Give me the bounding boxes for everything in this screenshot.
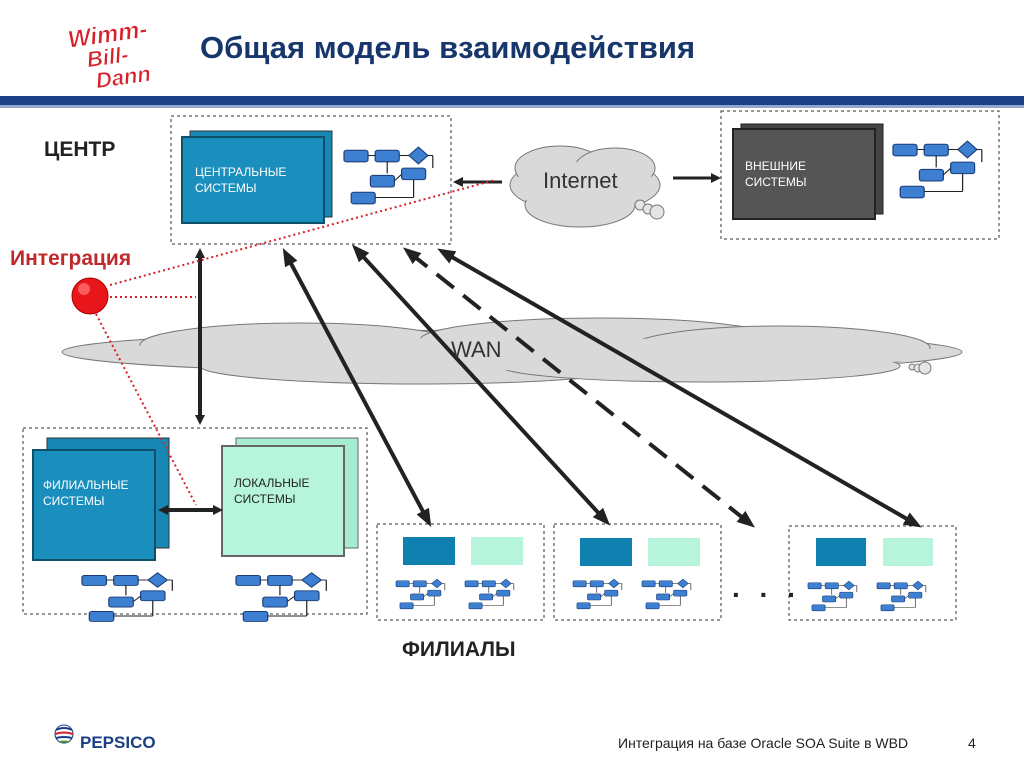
footer-text: Интеграция на базе Oracle SOA Suite в WB…: [618, 735, 909, 751]
svg-text:Bill-: Bill-: [85, 42, 130, 73]
branch-systems-label: ФИЛИАЛЬНЫЕ СИСТЕМЫ: [43, 478, 129, 508]
more-branches-ellipsis: . . .: [732, 572, 801, 603]
branch1-flow-icon-a: [395, 578, 446, 610]
branch3-flow-icon-b: [876, 580, 927, 612]
central-systems-label: ЦЕНТРАЛЬНЫЕ СИСТЕМЫ: [195, 165, 287, 195]
branch3-system-block: [816, 538, 866, 566]
center-branchn-dashed-arrow: [402, 247, 756, 528]
branch-container-3: [788, 525, 957, 621]
integration-label: Интеграция: [10, 247, 132, 270]
external-flow-icon: [892, 140, 983, 199]
branch3-flow-icon-a: [807, 580, 858, 612]
branch1-system-block: [403, 537, 455, 565]
integration-node: [71, 277, 109, 315]
header-bar: [0, 96, 1024, 105]
branch2-local-block: [648, 538, 700, 566]
center-branch2-arrow: [351, 244, 611, 526]
pepsico-logo: PEPSICO: [52, 720, 182, 754]
page-number: 4: [968, 735, 976, 751]
internet-label: Internet: [543, 168, 618, 193]
local-systems-label: ЛОКАЛЬНЫЕ СИСТЕМЫ: [234, 476, 310, 506]
branch2-system-block: [580, 538, 632, 566]
internet-cloud: [509, 145, 665, 228]
integration-links: [95, 179, 496, 506]
branch2-flow-icon-a: [572, 578, 623, 610]
wan-cloud: [61, 317, 963, 385]
external-container: [720, 110, 1000, 240]
branch-systems-box: [32, 437, 170, 561]
branch1-flow-icon-b: [464, 578, 515, 610]
branch-container-main: [22, 427, 368, 615]
branches-label: ФИЛИАЛЫ: [402, 638, 516, 661]
central-systems-box: [181, 130, 333, 224]
branch2-flow-icon-b: [641, 578, 692, 610]
wimm-bill-dann-logo: Wimm- Bill- Dann: [62, 12, 188, 94]
external-systems-label: ВНЕШНИЕ СИСТЕМЫ: [745, 159, 807, 189]
central-flow-icon: [343, 146, 434, 205]
svg-text:PEPSICO: PEPSICO: [80, 733, 156, 752]
center-container: [170, 115, 452, 245]
branch1-local-block: [471, 537, 523, 565]
slide-title: Общая модель взаимодействия: [200, 30, 696, 65]
wan-label: WAN: [451, 337, 502, 362]
external-systems-box: [732, 123, 884, 220]
center-branch3-arrow: [437, 248, 922, 528]
center-label: ЦЕНТР: [44, 138, 116, 161]
branch3-local-block: [883, 538, 933, 566]
header-bar-light: [0, 105, 1024, 108]
